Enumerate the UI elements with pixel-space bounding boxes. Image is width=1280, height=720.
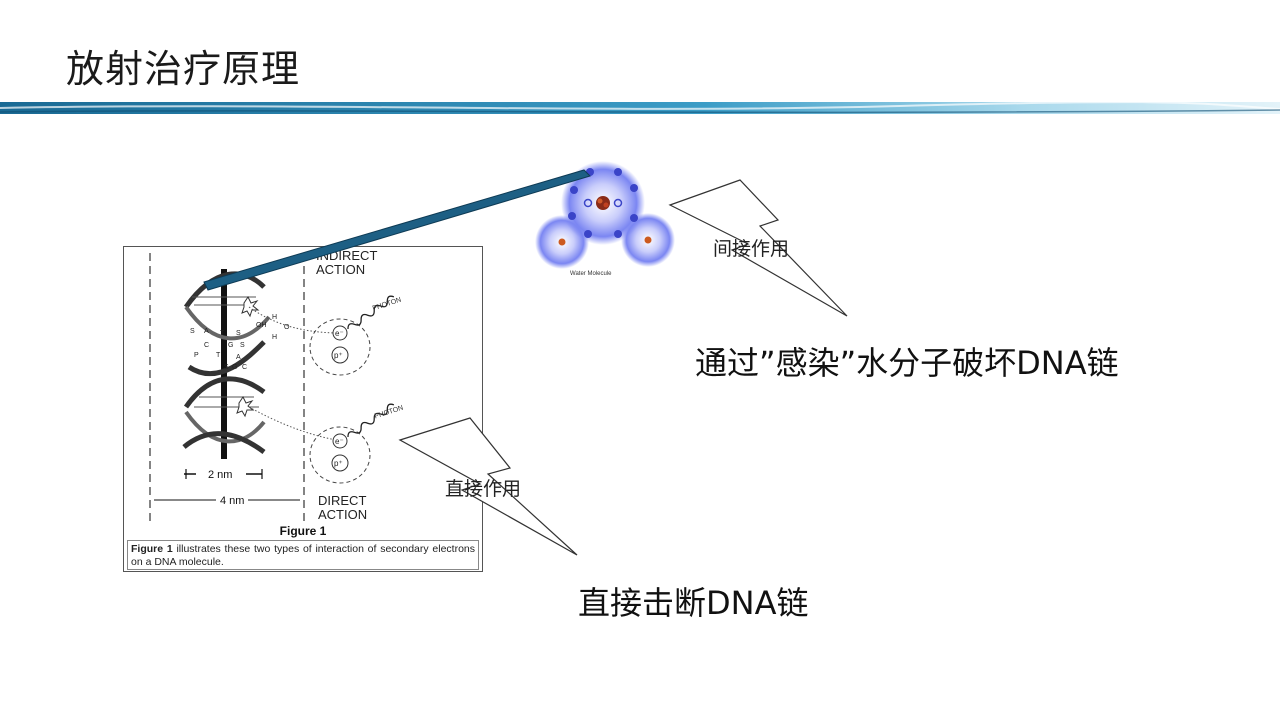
indirect-action-bolt-label: 间接作用 (713, 238, 790, 260)
base-label: A (204, 328, 209, 335)
direct-lightning-bolt (398, 417, 578, 556)
base-label: S (236, 330, 241, 337)
base-label: S (224, 364, 229, 371)
header-banner (0, 101, 1280, 114)
scale-2nm-label: 2 nm (208, 469, 232, 481)
indirect-lightning-bolt (668, 179, 848, 317)
proton-label: p⁺ (334, 351, 343, 360)
electron-label: e⁻ (335, 437, 344, 446)
base-label: T (220, 330, 225, 337)
figure-caption: Figure 1 illustrates these two types of … (127, 540, 479, 570)
direct-action-description: 直接击断DNA链 (578, 584, 809, 622)
slide-title: 放射治疗原理 (66, 47, 301, 91)
direct-action-label: DIRECT ACTION (318, 493, 368, 522)
base-label: C (204, 342, 209, 349)
water-molecule-image (535, 161, 675, 269)
base-label: C (242, 364, 247, 371)
dna-figure: S A T S C G S P T A S G C H OH O H e⁻ p⁺ (123, 246, 483, 572)
molecule-label: OH (256, 322, 267, 329)
figure-caption-text: illustrates these two types of interacti… (131, 543, 476, 568)
water-molecule-label: Water Molecule (570, 271, 612, 277)
base-label: G (228, 342, 233, 349)
base-label: G (232, 364, 237, 371)
scale-4nm-label: 4 nm (220, 495, 244, 507)
direct-action-bolt-label: 直接作用 (445, 478, 522, 500)
base-label: T (216, 352, 221, 359)
figure-caption-bold: Figure 1 (131, 543, 173, 555)
molecule-label: H (272, 314, 277, 321)
base-label: P (194, 352, 199, 359)
molecule-label: O (284, 324, 290, 331)
radiation-beam (203, 169, 591, 291)
base-label: S (190, 328, 195, 335)
proton-label: p⁺ (334, 459, 343, 468)
figure-title: Figure 1 (279, 524, 327, 538)
base-label: A (236, 354, 241, 361)
base-label: S (240, 342, 245, 349)
electron-label: e⁻ (335, 329, 344, 338)
indirect-action-description: 通过”感染”水分子破坏DNA链 (695, 344, 1119, 382)
molecule-label: H (272, 334, 277, 341)
